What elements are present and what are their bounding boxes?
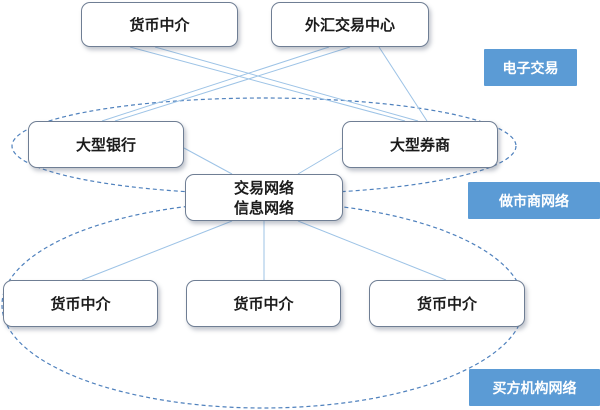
forex-trading-center-node: 外汇交易中心 (271, 2, 429, 47)
connector-bank-top-right-2 (101, 46, 330, 122)
connector-bank-network (183, 147, 233, 175)
buyer-network-label: 买方机构网络 (492, 380, 577, 397)
info-network-label: 信息网络 (233, 198, 294, 217)
connector-bank-top-right (114, 46, 351, 122)
money-broker-node-top: 货币中介 (81, 2, 238, 47)
money-broker-label: 货币中介 (50, 294, 111, 313)
money-broker-node-bottom-left: 货币中介 (3, 280, 158, 327)
money-broker-label: 货币中介 (233, 294, 294, 313)
connector-broker-top-left (154, 46, 419, 122)
electronic-trading-label: 电子交易 (502, 60, 559, 77)
market-maker-network-tag: 做市商网络 (468, 182, 600, 219)
market-maker-network-label: 做市商网络 (499, 193, 569, 210)
money-broker-node-bottom-right: 货币中介 (369, 280, 525, 327)
connector-broker-network (297, 147, 343, 175)
large-bank-label: 大型银行 (75, 135, 136, 154)
trading-network-label: 交易网络 (233, 178, 294, 197)
money-broker-label: 货币中介 (129, 15, 190, 34)
forex-trading-center-label: 外汇交易中心 (304, 15, 395, 34)
connector-broker-top-left-2 (129, 46, 406, 122)
buyer-network-tag: 买方机构网络 (469, 369, 600, 406)
money-broker-label: 货币中介 (416, 294, 477, 313)
connector-network-bot-right (297, 220, 447, 281)
large-broker-node: 大型券商 (342, 121, 498, 168)
large-broker-label: 大型券商 (389, 135, 450, 154)
trading-info-network-node: 交易网络 信息网络 (185, 174, 343, 221)
connector-broker-top-right (378, 46, 428, 122)
market-maker-ellipse (11, 97, 517, 195)
connector-network-bot-left (81, 220, 233, 281)
electronic-trading-tag: 电子交易 (484, 49, 577, 86)
money-broker-node-bottom-middle: 货币中介 (186, 280, 341, 327)
large-bank-node: 大型银行 (28, 121, 184, 168)
